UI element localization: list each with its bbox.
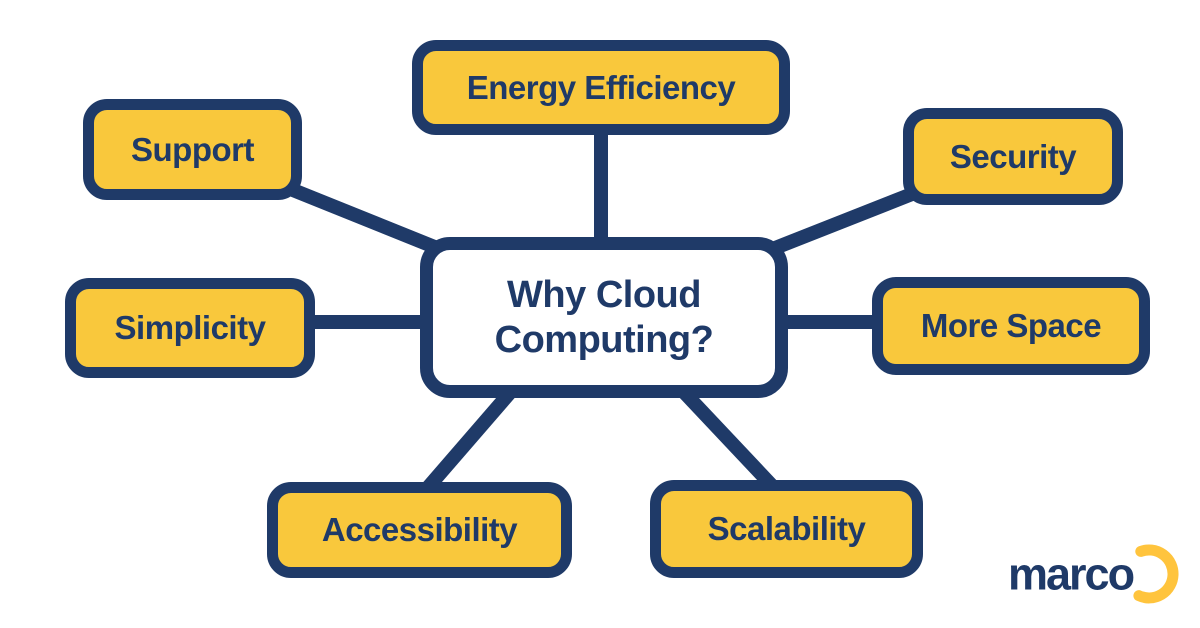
branch-node-accessibility: Accessibility — [267, 482, 572, 578]
connector-security — [767, 187, 915, 257]
branch-node-more-space: More Space — [872, 277, 1150, 375]
branch-node-label: Security — [949, 137, 1077, 175]
branch-node-label: Accessibility — [321, 511, 518, 548]
center-node-label: Why Cloud Computing? — [494, 274, 714, 361]
connector-accessibility — [418, 383, 520, 497]
branch-node-security: Security — [903, 108, 1123, 205]
marco-logo: marco — [1008, 542, 1179, 606]
center-node-why-cloud-computing: Why Cloud Computing? — [420, 237, 788, 398]
connector-scalability — [674, 383, 784, 497]
branch-node-label: More Space — [920, 307, 1102, 344]
branch-node-label: Scalability — [707, 510, 866, 547]
branch-node-label: Simplicity — [114, 309, 266, 346]
marco-logo-arc-icon — [1133, 544, 1179, 604]
branch-node-support: Support — [83, 99, 302, 200]
connector-support — [285, 181, 445, 257]
branch-node-simplicity: Simplicity — [65, 278, 315, 378]
branch-node-energy-efficiency: Energy Efficiency — [412, 40, 790, 135]
branch-node-label: Support — [131, 130, 254, 168]
branch-node-label: Energy Efficiency — [466, 68, 736, 106]
branch-node-scalability: Scalability — [650, 480, 923, 578]
marco-logo-text: marco — [1008, 548, 1135, 600]
